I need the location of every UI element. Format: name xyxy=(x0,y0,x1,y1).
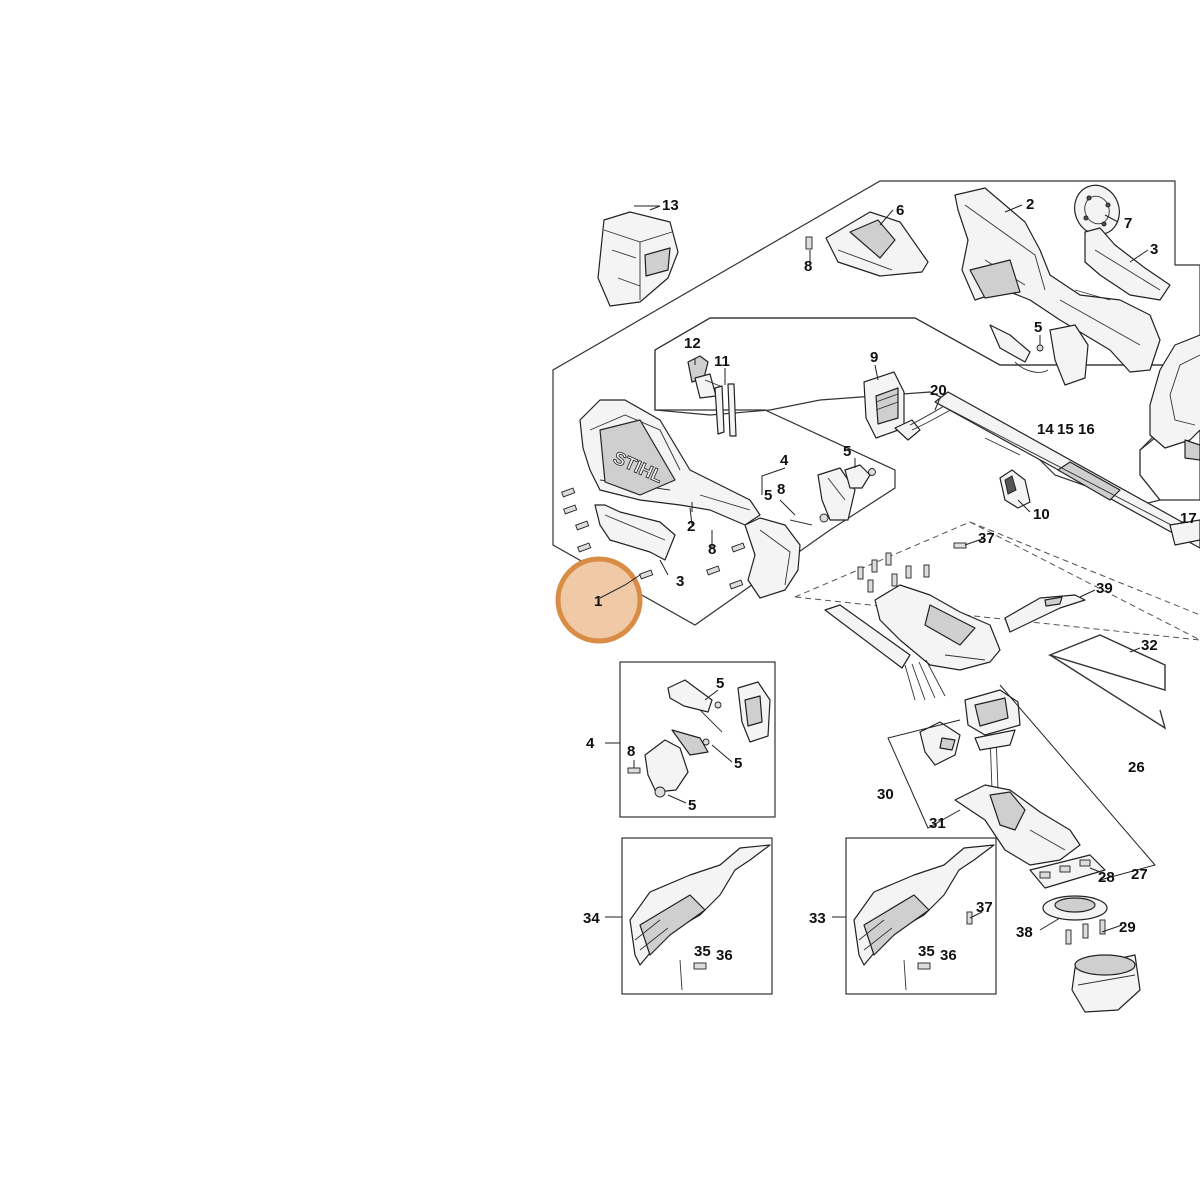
callout-5-kit-c: 5 xyxy=(688,797,696,814)
callout-5-kit-b: 5 xyxy=(734,755,742,772)
callout-16: 16 xyxy=(1078,421,1095,438)
callout-29: 29 xyxy=(1119,919,1136,936)
callout-12: 12 xyxy=(684,335,701,352)
part-34-grass-guard xyxy=(629,844,771,991)
callout-1: 1 xyxy=(594,593,602,610)
highlight-marker-part-1[interactable] xyxy=(555,556,643,644)
part-29-screws xyxy=(1065,919,1106,945)
callout-15: 15 xyxy=(1057,421,1074,438)
callout-6: 6 xyxy=(896,202,904,219)
callout-9: 9 xyxy=(870,349,878,366)
part-2-handle-housing-top xyxy=(954,187,1161,373)
part-9-electronics-board xyxy=(863,371,905,439)
callout-30: 30 xyxy=(877,786,894,803)
callout-7: 7 xyxy=(1124,215,1132,232)
callout-28: 28 xyxy=(1098,869,1115,886)
callout-5-top: 5 xyxy=(1034,319,1042,336)
part-30-bracket xyxy=(919,721,961,766)
callout-26: 26 xyxy=(1128,759,1145,776)
part-31-gear-housing xyxy=(954,784,1081,866)
callout-4-mid: 4 xyxy=(780,452,789,469)
callout-31: 31 xyxy=(929,815,946,832)
part-11-spring-strips xyxy=(714,383,737,437)
part-5-trigger-top xyxy=(989,324,1089,386)
kit-box-34 xyxy=(621,837,773,995)
callout-36-a: 36 xyxy=(716,947,733,964)
part-14-16-shaft-tube xyxy=(934,391,1200,549)
part-7-ring-plate xyxy=(1074,184,1120,236)
callout-33: 33 xyxy=(809,910,826,927)
callout-11: 11 xyxy=(714,353,730,370)
callout-39: 39 xyxy=(1096,580,1113,597)
callout-13: 13 xyxy=(662,197,679,214)
part-4-trigger-group-mid xyxy=(789,464,876,526)
callout-2-top: 2 xyxy=(1026,196,1034,213)
callout-5-mid-a: 5 xyxy=(843,443,851,460)
part-17-shaft-end xyxy=(1169,519,1200,546)
screw-set-mid xyxy=(561,236,813,590)
part-3-side-cover-mid xyxy=(594,504,676,561)
part-12-switch xyxy=(687,355,721,399)
part-handle-grip-assembly xyxy=(824,584,1001,701)
part-33-grass-guard xyxy=(853,844,995,991)
part-3-side-cover-top xyxy=(1084,227,1171,301)
callout-4-kit: 4 xyxy=(586,735,595,752)
callout-37-top: 37 xyxy=(978,530,995,547)
callout-32: 32 xyxy=(1141,637,1158,654)
callout-8-mid-b: 8 xyxy=(708,541,716,558)
callout-8-top: 8 xyxy=(804,258,812,275)
callout-8-kit: 8 xyxy=(627,743,635,760)
callout-8-mid-a: 8 xyxy=(777,481,785,498)
part-30-31-bracket-line xyxy=(887,719,961,829)
shaft-dashed-frame-edge xyxy=(969,521,1200,616)
part-6-top-cover xyxy=(825,211,929,277)
leader-lines xyxy=(599,204,1149,933)
callout-27: 27 xyxy=(1131,866,1148,883)
callout-5-mid-b: 5 xyxy=(764,487,772,504)
callout-35-a: 35 xyxy=(694,943,711,960)
callout-34: 34 xyxy=(583,910,600,927)
callout-36-b: 36 xyxy=(940,947,957,964)
part-13-battery-cover xyxy=(597,211,679,307)
part-28-clip-set xyxy=(1029,854,1106,889)
right-edge-wheel-part xyxy=(1149,334,1200,461)
callout-14: 14 xyxy=(1037,421,1054,438)
part-26-bracket-line xyxy=(999,684,1156,881)
part-38-blade-carrier xyxy=(1042,895,1108,921)
callout-17: 17 xyxy=(1180,510,1197,527)
callout-3-top: 3 xyxy=(1150,241,1158,258)
part-39-handle-bar xyxy=(1004,594,1086,633)
kit-4-contents xyxy=(627,679,771,798)
callout-labels: 13 6 2 7 3 8 5 12 11 9 20 14 15 16 4 5 8… xyxy=(583,196,1197,964)
callout-35-b: 35 xyxy=(918,943,935,960)
kit-box-4 xyxy=(619,661,776,818)
shaft-dashed-frame xyxy=(793,521,1200,641)
part-2-motor-housing: STIHL xyxy=(579,399,761,526)
part-motor-unit xyxy=(964,689,1021,791)
callout-38: 38 xyxy=(1016,924,1033,941)
part-10-sensor xyxy=(999,469,1031,509)
part-housing-right-half xyxy=(744,517,801,599)
part-27-trimmer-head xyxy=(1071,954,1141,1013)
callout-20: 20 xyxy=(930,382,947,399)
part-32-wire-guard xyxy=(1047,634,1167,730)
callout-5-kit-a: 5 xyxy=(716,675,724,692)
callout-2-mid: 2 xyxy=(687,518,695,535)
callout-37-kit: 37 xyxy=(976,899,993,916)
callout-3-mid: 3 xyxy=(676,573,684,590)
screw-set-37-top xyxy=(857,542,967,593)
callout-10: 10 xyxy=(1033,506,1050,523)
kit-box-33 xyxy=(845,837,997,995)
